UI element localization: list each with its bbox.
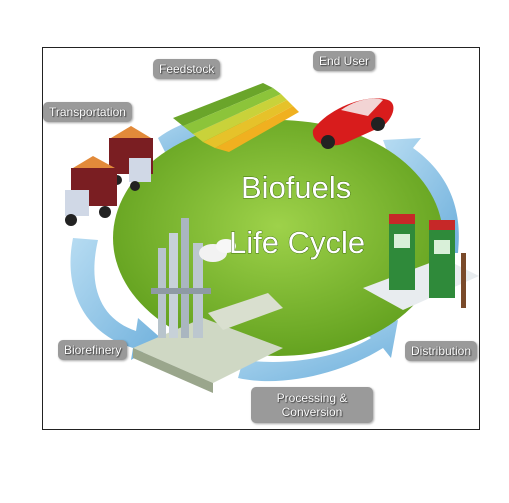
biofuels-lifecycle-diagram: Biofuels Life Cycle Feedstock End User T…: [42, 47, 480, 430]
diagram-canvas: Biofuels Life Cycle: [65, 83, 479, 393]
biorefinery-icon: [133, 218, 283, 393]
arrow-bottom: [238, 320, 398, 382]
stage-label-transportation: Transportation: [43, 102, 132, 122]
car-icon: [312, 98, 394, 149]
fuel-pump-icons: [363, 214, 479, 310]
stage-label-biorefinery: Biorefinery: [58, 340, 128, 360]
diagram-title-line2: Life Cycle: [229, 225, 365, 260]
stage-label-feedstock: Feedstock: [153, 59, 221, 79]
stage-label-distribution: Distribution: [405, 341, 478, 361]
stage-label-processing-conversion: Processing & Conversion: [251, 387, 373, 423]
truck-icons: [65, 126, 153, 226]
feedstock-crop-icon: [173, 83, 299, 152]
stage-label-end-user: End User: [313, 51, 376, 71]
diagram-title-line1: Biofuels: [241, 170, 351, 205]
arrow-left-lower: [70, 238, 163, 360]
